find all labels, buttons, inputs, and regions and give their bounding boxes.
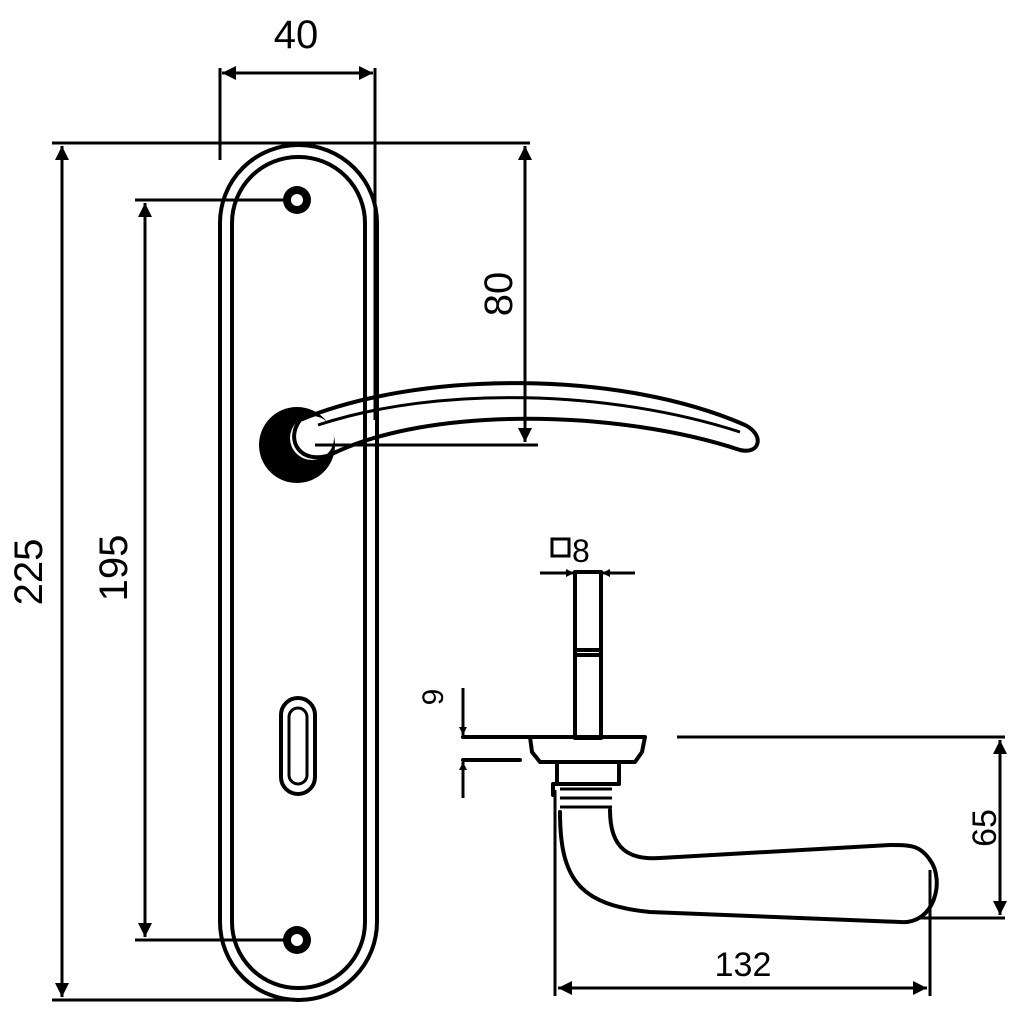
label-plate-height: 225 [7, 539, 51, 606]
dim-screw-spacing [135, 198, 290, 942]
lever-front-view [259, 381, 760, 483]
label-spindle-square: 8 [572, 533, 590, 569]
label-lever-projection: 65 [966, 809, 1004, 847]
rose-side-view [461, 735, 647, 809]
dim-spindle-square [540, 537, 635, 577]
label-plate-width: 40 [274, 13, 319, 57]
lever-side-view [558, 808, 939, 925]
spindle [573, 570, 603, 740]
dim-plate-height [52, 141, 530, 1002]
label-rose-thickness: 9 [417, 689, 450, 706]
label-lever-length: 132 [715, 946, 772, 984]
screw-hole-top [283, 186, 311, 214]
keyhole [279, 696, 317, 796]
screw-hole-bottom [283, 926, 311, 954]
dim-lever-length [553, 790, 932, 996]
dim-plate-width [218, 66, 377, 420]
dim-lever-projection [677, 735, 1007, 920]
label-lever-axis: 80 [477, 272, 521, 317]
dim-lever-axis [315, 146, 538, 447]
square-symbol-icon [550, 537, 571, 558]
label-screw-spacing: 195 [92, 535, 136, 602]
backplate-front-view [218, 143, 379, 1002]
